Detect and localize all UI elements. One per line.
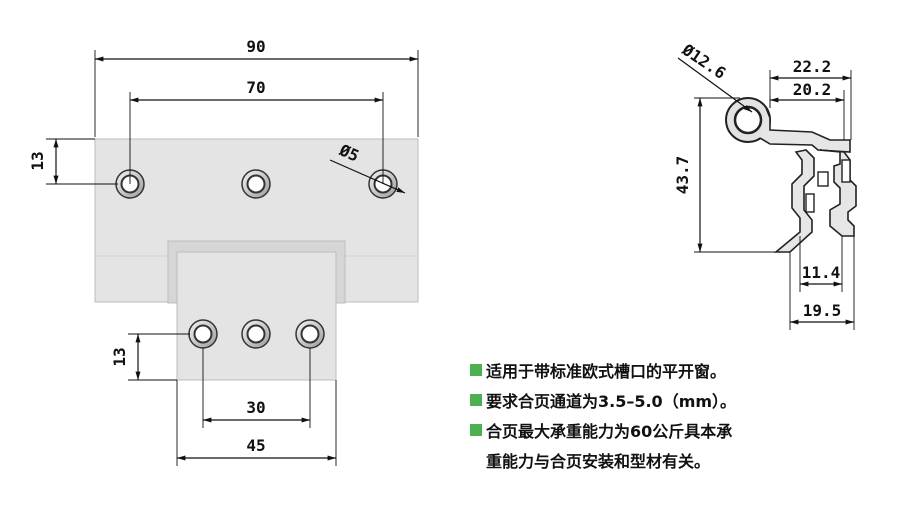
bullet-square-icon [470, 364, 482, 376]
dim-bottom-width: 45 [246, 436, 265, 455]
bottom-hole-right [295, 319, 325, 349]
bottom-leaf-plate [176, 251, 337, 381]
profile-leaf-upper [759, 107, 851, 153]
bullet-square-icon [470, 394, 482, 406]
note-text-2: 要求合页通道为3.5–5.0（mm）。 [486, 392, 737, 411]
note-line-4: 重能力与合页安装和型材有关。 [470, 445, 890, 475]
note-line-3: 合页最大承重能力为60公斤具本承 [470, 415, 890, 445]
hinge-profile-view: Ø12.6 22.2 20.2 43.7 11.4 19.5 [673, 40, 857, 330]
top-hole-center [241, 169, 271, 199]
note-text-4: 重能力与合页安装和型材有关。 [486, 452, 711, 471]
note-line-2: 要求合页通道为3.5–5.0（mm）。 [470, 385, 890, 415]
notes-block: 适用于带标准欧式槽口的平开窗。 要求合页通道为3.5–5.0（mm）。 合页最大… [470, 355, 890, 475]
dim-bottom-edge-offset: 13 [110, 347, 129, 366]
dim-depth-outer: 22.2 [793, 57, 832, 76]
dim-depth-inner: 20.2 [793, 80, 832, 99]
note-text-1: 适用于带标准欧式槽口的平开窗。 [486, 362, 727, 381]
note-text-3: 合页最大承重能力为60公斤具本承 [486, 422, 733, 441]
bullet-square-icon [470, 424, 482, 436]
dim-leg-outer: 19.5 [803, 301, 842, 320]
dim-bottom-hole-pitch: 30 [246, 398, 265, 417]
dim-overall-width: 90 [246, 37, 265, 56]
profile-knuckle-inner [733, 105, 763, 135]
hinge-front-view: 90 70 13 Ø5 13 30 45 [28, 37, 419, 466]
dim-height: 43.7 [673, 156, 692, 195]
dim-top-edge-offset: 13 [28, 151, 47, 170]
bottom-hole-center [241, 319, 271, 349]
bottom-hole-left [188, 319, 218, 349]
dim-leg-inner: 11.4 [802, 263, 841, 282]
note-line-1: 适用于带标准欧式槽口的平开窗。 [470, 355, 890, 385]
dim-top-hole-pitch: 70 [246, 78, 265, 97]
